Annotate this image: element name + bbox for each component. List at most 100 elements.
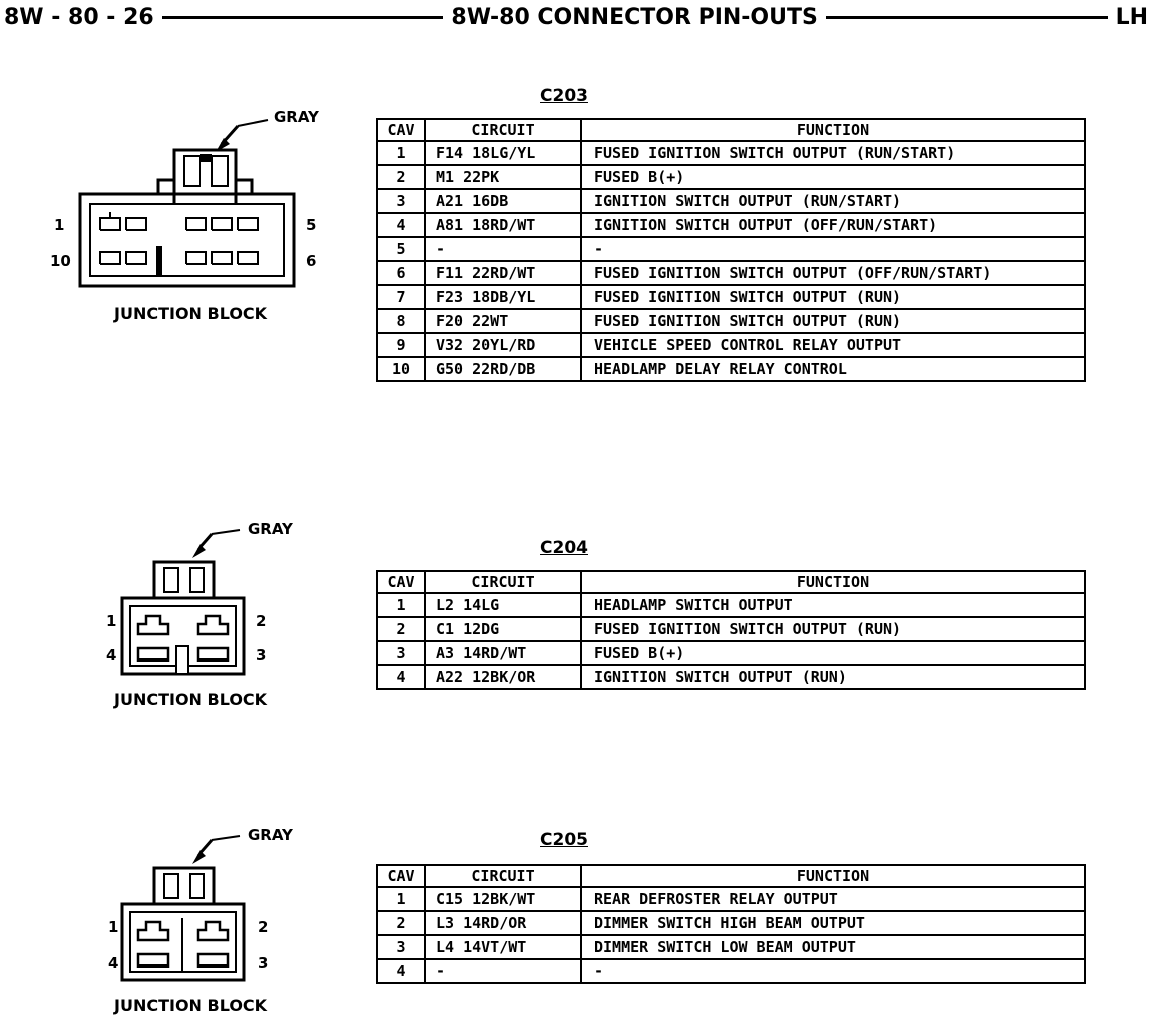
pin-label-bottom-left: 4 (108, 954, 119, 972)
cavity-number-cell: 10 (376, 356, 426, 382)
page-number: 8W - 80 - 26 (4, 4, 154, 30)
table-row: 5-- (376, 236, 1086, 262)
function-cell: IGNITION SWITCH OUTPUT (RUN/START) (580, 188, 1086, 214)
connector-location-label: JUNCTION BLOCK (114, 304, 268, 323)
column-header-function: FUNCTION (580, 118, 1086, 142)
connector-title-c205: C205 (540, 830, 588, 850)
column-header-cav: CAV (376, 570, 426, 594)
pin-label-bottom-right: 3 (256, 646, 267, 664)
cavity-number-cell: 4 (376, 664, 426, 690)
circuit-cell: F11 22RD/WT (424, 260, 582, 286)
cavity-number-cell: 3 (376, 934, 426, 960)
connector-title-c203: C203 (540, 86, 588, 106)
section-title: 8W-80 CONNECTOR PIN-OUTS (451, 4, 818, 30)
circuit-cell: L3 14RD/OR (424, 910, 582, 936)
connector-color-label: GRAY (248, 520, 293, 538)
pin-label-bottom-left: 4 (106, 646, 117, 664)
circuit-cell: G50 22RD/DB (424, 356, 582, 382)
function-cell: VEHICLE SPEED CONTROL RELAY OUTPUT (580, 332, 1086, 358)
connector-diagram-c204: GRAY 1 4 2 3 JUNCTION BLOCK (60, 516, 360, 716)
connector-diagram-c205: GRAY 1 4 2 3 JUNCTION BLOCK (60, 822, 360, 1020)
circuit-cell: F23 18DB/YL (424, 284, 582, 310)
circuit-cell: A81 18RD/WT (424, 212, 582, 238)
column-header-cav: CAV (376, 118, 426, 142)
cavity-number-cell: 4 (376, 958, 426, 984)
connector-c205-drawing (120, 835, 246, 982)
pin-label-top-right: 2 (258, 918, 269, 936)
cavity-number-cell: 1 (376, 886, 426, 912)
circuit-cell: - (424, 958, 582, 984)
circuit-cell: C15 12BK/WT (424, 886, 582, 912)
function-cell: FUSED IGNITION SWITCH OUTPUT (RUN) (580, 308, 1086, 334)
table-header-row: CAV CIRCUIT FUNCTION (376, 864, 1086, 888)
header-rule-right (825, 15, 1108, 19)
connector-color-label: GRAY (274, 108, 319, 126)
circuit-cell: A3 14RD/WT (424, 640, 582, 666)
cavity-number-cell: 3 (376, 640, 426, 666)
cavity-number-cell: 1 (376, 140, 426, 166)
column-header-function: FUNCTION (580, 864, 1086, 888)
function-cell: IGNITION SWITCH OUTPUT (RUN) (580, 664, 1086, 690)
cavity-number-cell: 3 (376, 188, 426, 214)
cavity-number-cell: 2 (376, 910, 426, 936)
function-cell: FUSED B(+) (580, 164, 1086, 190)
function-cell: DIMMER SWITCH LOW BEAM OUTPUT (580, 934, 1086, 960)
cavity-number-cell: 5 (376, 236, 426, 262)
cavity-number-cell: 8 (376, 308, 426, 334)
cavity-number-cell: 7 (376, 284, 426, 310)
function-cell: HEADLAMP SWITCH OUTPUT (580, 592, 1086, 618)
circuit-cell: L2 14LG (424, 592, 582, 618)
function-cell: FUSED IGNITION SWITCH OUTPUT (RUN) (580, 284, 1086, 310)
connector-diagram-c203: GRAY (40, 100, 340, 340)
circuit-cell: C1 12DG (424, 616, 582, 642)
connector-c204-drawing (120, 529, 246, 676)
table-header-row: CAV CIRCUIT FUNCTION (376, 570, 1086, 594)
connector-location-label: JUNCTION BLOCK (114, 996, 268, 1015)
table-header-row: CAV CIRCUIT FUNCTION (376, 118, 1086, 142)
cavity-number-cell: 2 (376, 616, 426, 642)
connector-title-c204: C204 (540, 538, 588, 558)
connector-location-label: JUNCTION BLOCK (114, 690, 268, 709)
function-cell: IGNITION SWITCH OUTPUT (OFF/RUN/START) (580, 212, 1086, 238)
connector-color-label: GRAY (248, 826, 293, 844)
function-cell: HEADLAMP DELAY RELAY CONTROL (580, 356, 1086, 382)
function-cell: - (580, 958, 1086, 984)
pin-label-bottom-right: 6 (306, 252, 317, 270)
function-cell: - (580, 236, 1086, 262)
column-header-circuit: CIRCUIT (424, 118, 582, 142)
circuit-cell: F14 18LG/YL (424, 140, 582, 166)
column-header-cav: CAV (376, 864, 426, 888)
column-header-function: FUNCTION (580, 570, 1086, 594)
function-cell: DIMMER SWITCH HIGH BEAM OUTPUT (580, 910, 1086, 936)
circuit-cell: M1 22PK (424, 164, 582, 190)
function-cell: FUSED IGNITION SWITCH OUTPUT (RUN) (580, 616, 1086, 642)
cavity-number-cell: 2 (376, 164, 426, 190)
body-code: LH (1115, 4, 1148, 30)
function-cell: FUSED IGNITION SWITCH OUTPUT (OFF/RUN/ST… (580, 260, 1086, 286)
function-cell: REAR DEFROSTER RELAY OUTPUT (580, 886, 1086, 912)
header-rule-left (161, 15, 444, 19)
cavity-number-cell: 4 (376, 212, 426, 238)
pin-label-top-left: 1 (108, 918, 119, 936)
cavity-number-cell: 9 (376, 332, 426, 358)
circuit-cell: L4 14VT/WT (424, 934, 582, 960)
pin-label-bottom-right: 3 (258, 954, 269, 972)
table-row: 4-- (376, 958, 1086, 984)
